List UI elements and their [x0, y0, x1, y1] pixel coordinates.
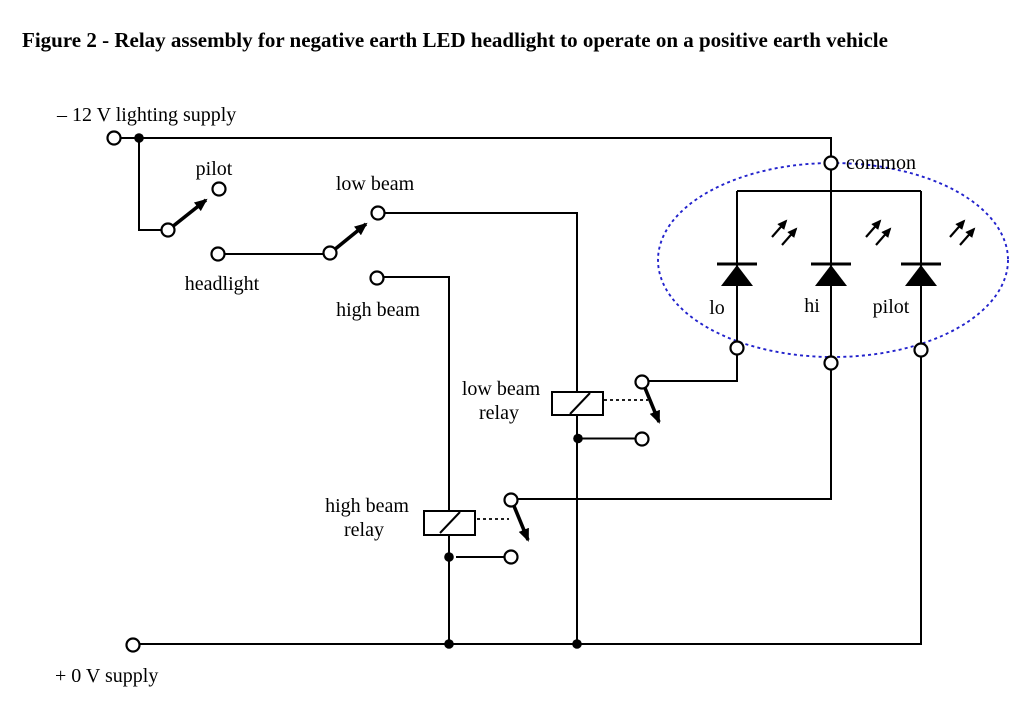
- low-beam-contact-label: low beam: [336, 173, 415, 195]
- neg-supply-terminal: [106, 130, 122, 146]
- lamp-hi-terminal: [823, 355, 839, 371]
- led-lo: [717, 219, 798, 286]
- hi-return-wire: [518, 370, 832, 500]
- low-beam-relay-coil-slash: [569, 392, 591, 415]
- high-beam-relay-coil-box: [423, 510, 476, 536]
- low-beam-contact: [370, 205, 386, 221]
- pilot-contact: [211, 181, 227, 197]
- dimmer-switch-arm: [332, 222, 368, 252]
- lamp-lo-terminal: [729, 340, 745, 356]
- neg-supply-label: – 12 V lighting supply: [56, 104, 236, 126]
- lighting-switch-pivot: [160, 222, 176, 238]
- led-hi: [811, 219, 892, 286]
- low-beam-relay-label-line2: relay: [479, 402, 519, 424]
- led-hi-triangle: [815, 265, 847, 286]
- high-beam-relay-arm: [512, 505, 530, 542]
- led-pilot: [901, 219, 976, 286]
- led-lo-light-arrow-1: [771, 219, 788, 238]
- bus-junction-dot-low: [572, 639, 582, 649]
- pos-supply-bus-wire: [140, 357, 922, 645]
- relay-contact-wires: [456, 437, 635, 558]
- high-beam-coil-feed-wire: [384, 276, 450, 511]
- led-pilot-light-arrow-1: [949, 219, 966, 238]
- lighting-switch-arm: [170, 198, 208, 229]
- low-beam-relay-coil: [551, 391, 648, 416]
- dimmer-switch-pivot: [322, 245, 338, 261]
- bus-junction-dot-high: [444, 639, 454, 649]
- led-lo-label: lo: [709, 297, 725, 319]
- high-relay-arm-pivot: [503, 492, 519, 508]
- high-beam-relay-label-line2: relay: [344, 519, 384, 541]
- high-beam-contact: [369, 270, 385, 286]
- high-beam-relay-coil: [423, 510, 509, 536]
- led-hi-light-arrow-1: [865, 219, 882, 238]
- headlight-contact-label: headlight: [185, 273, 260, 295]
- high-beam-relay-label-line1: high beam: [325, 495, 409, 517]
- high-relay-stationary-contact: [503, 549, 519, 565]
- low-relay-tap-junction-dot: [573, 433, 583, 444]
- low-beam-coil-feed-wire: [385, 212, 578, 392]
- pos-supply-terminal: [125, 637, 141, 653]
- lighting-switch-feed-wire: [138, 138, 161, 231]
- pilot-contact-label: pilot: [196, 158, 233, 180]
- led-hi-light-arrow-2: [875, 227, 892, 246]
- low-relay-stationary-contact: [634, 431, 650, 447]
- low-relay-arm-pivot: [634, 374, 650, 390]
- led-pilot-triangle: [905, 265, 937, 286]
- high-beam-contact-label: high beam: [336, 299, 420, 321]
- pos-supply-label: + 0 V supply: [55, 665, 158, 687]
- headlamp-wires: [518, 190, 922, 500]
- figure-title: Figure 2 - Relay assembly for negative e…: [22, 28, 888, 52]
- headlamp-unit-outline: [657, 162, 1009, 358]
- led-pilot-light-arrow-2: [959, 227, 976, 246]
- high-beam-relay-coil-slash: [439, 511, 461, 534]
- led-lo-light-arrow-2: [781, 227, 798, 246]
- led-pilot-label: pilot: [873, 296, 910, 318]
- led-hi-label: hi: [804, 295, 820, 317]
- low-beam-relay-label-line1: low beam: [462, 378, 541, 400]
- low-beam-relay-coil-box: [551, 391, 604, 416]
- lamp-common-terminal: [823, 155, 839, 171]
- lamp-common-label: common: [846, 152, 916, 174]
- lo-return-wire: [649, 355, 738, 382]
- headlight-contact: [210, 246, 226, 262]
- lamp-pilot-terminal: [913, 342, 929, 358]
- low-beam-relay-arm: [643, 387, 661, 424]
- led-lo-triangle: [721, 265, 753, 286]
- neg-supply-junction-dot: [134, 133, 144, 143]
- high-relay-tap-junction-dot: [444, 552, 454, 562]
